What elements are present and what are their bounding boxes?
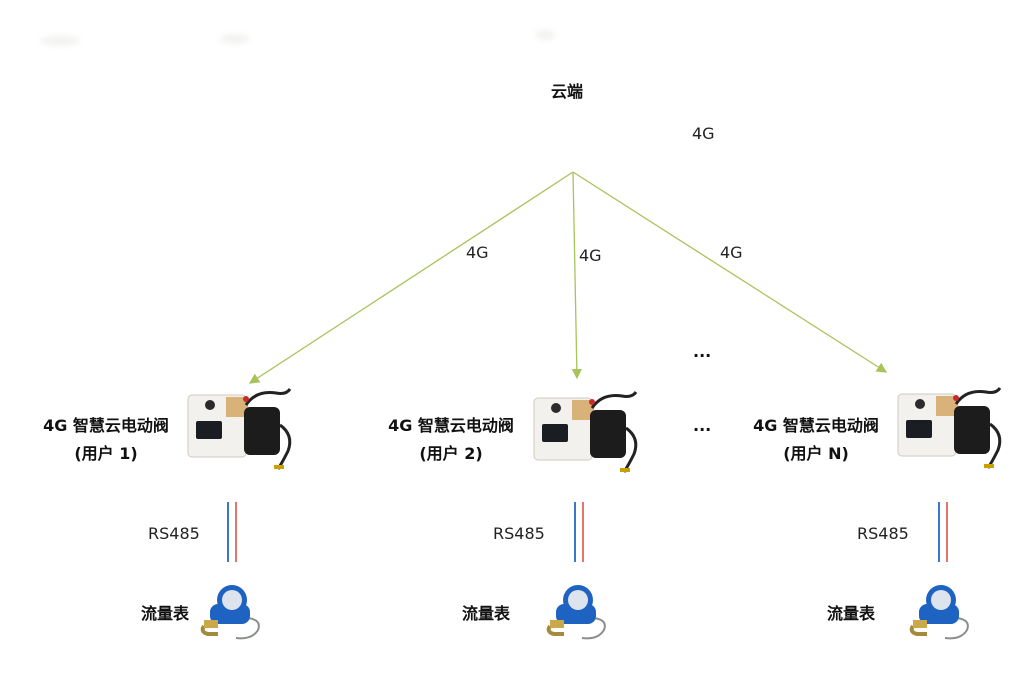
device-title-1: 4G 智慧云电动阀 (用户 1) xyxy=(36,412,176,468)
device-title-2: 4G 智慧云电动阀 (用户 2) xyxy=(381,412,521,468)
device-user: (用户 1) xyxy=(74,444,138,463)
ellipsis-middle: ... xyxy=(693,416,712,435)
cloud-label: 云端 xyxy=(551,82,584,101)
device-user: (用户 N) xyxy=(783,444,849,463)
branch-label-1: 4G xyxy=(466,243,489,262)
device-name: 4G 智慧云电动阀 xyxy=(753,416,879,435)
rs485-label-n: RS485 xyxy=(857,524,909,543)
background-smudge xyxy=(535,30,555,40)
device-name: 4G 智慧云电动阀 xyxy=(43,416,169,435)
background-smudge xyxy=(220,34,250,44)
valve-device-image xyxy=(897,387,1002,469)
arrow-to-user-1 xyxy=(248,171,574,384)
rs485-label-1: RS485 xyxy=(148,524,200,543)
valve-device-image xyxy=(187,388,292,470)
background-smudge xyxy=(40,36,80,46)
arrow-to-user-2 xyxy=(571,171,583,380)
flow-meter-image xyxy=(546,585,606,640)
device-user: (用户 2) xyxy=(419,444,483,463)
flow-meter-label-2: 流量表 xyxy=(462,604,511,623)
rs485-wires-user-1 xyxy=(227,502,237,562)
flow-meter-label-1: 流量表 xyxy=(141,604,190,623)
device-name: 4G 智慧云电动阀 xyxy=(388,416,514,435)
rs485-label-2: RS485 xyxy=(493,524,545,543)
ellipsis-upper: ... xyxy=(693,342,712,361)
cloud-link-label: 4G xyxy=(692,124,715,143)
rs485-wires-user-2 xyxy=(574,502,584,562)
device-title-n: 4G 智慧云电动阀 (用户 N) xyxy=(746,412,886,468)
valve-device-image xyxy=(533,391,638,473)
flow-meter-label-n: 流量表 xyxy=(827,604,876,623)
branch-label-3: 4G xyxy=(720,243,743,262)
rs485-wires-user-n xyxy=(938,502,948,562)
flow-meter-image xyxy=(909,585,969,640)
arrow-to-user-n xyxy=(572,171,888,373)
branch-label-2: 4G xyxy=(579,246,602,265)
flow-meter-image xyxy=(200,585,260,640)
